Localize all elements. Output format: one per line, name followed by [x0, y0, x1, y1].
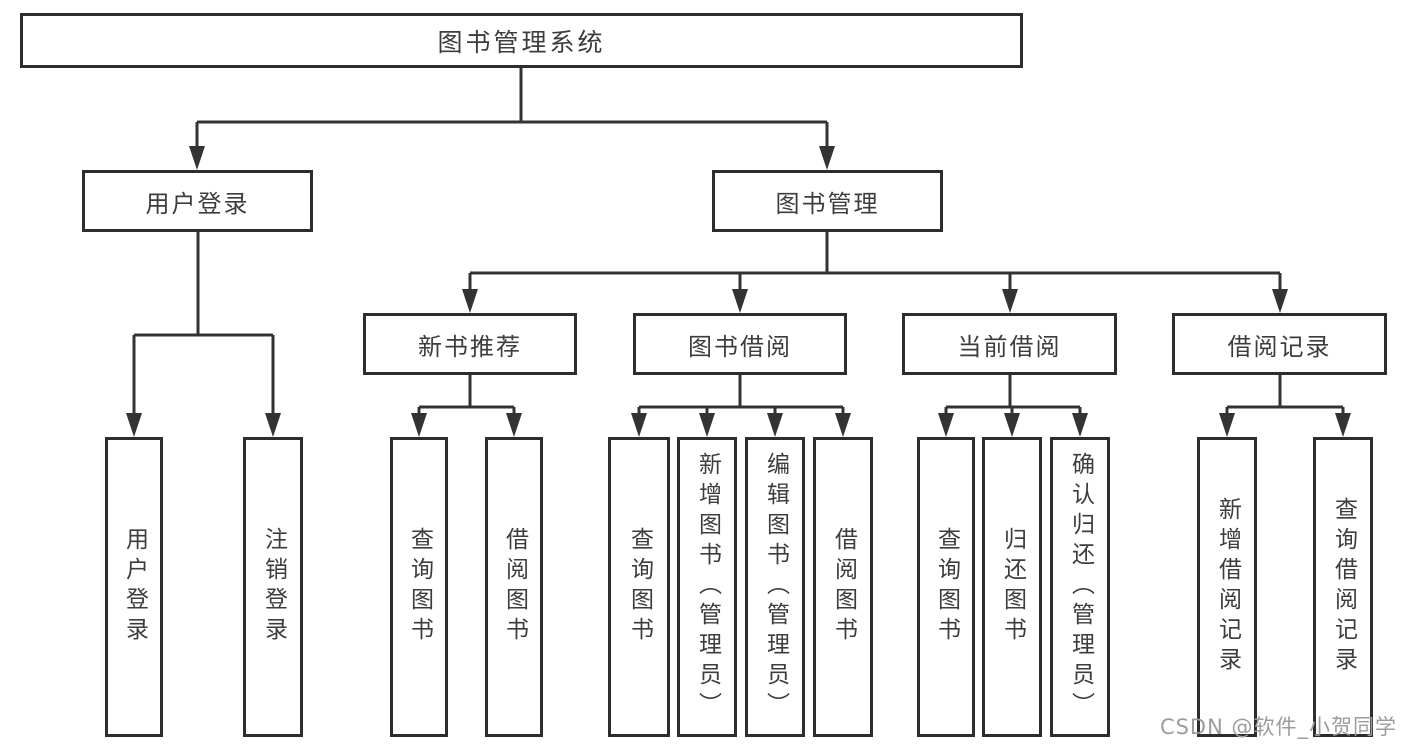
leaf-label: 新增图书（管理员） — [694, 452, 721, 722]
leaf-label: 借阅图书 — [501, 527, 528, 647]
leaf-query-book-3: 查询图书 — [917, 437, 975, 737]
node-root-system: 图书管理系统 — [20, 13, 1023, 68]
leaf-query-book-1: 查询图书 — [390, 437, 448, 737]
node-label: 图书借阅 — [688, 332, 792, 361]
node-label: 当前借阅 — [957, 332, 1062, 361]
csdn-watermark: CSDN @软件_小贺同学 — [1159, 715, 1397, 739]
leaf-label: 借阅图书 — [830, 527, 857, 647]
node-book-borrow: 图书借阅 — [633, 313, 847, 375]
leaf-confirm-return-admin: 确认归还（管理员） — [1050, 437, 1110, 737]
node-label: 借阅记录 — [1227, 332, 1332, 361]
leaf-borrow-book-1: 借阅图书 — [485, 437, 543, 737]
node-label: 用户登录 — [145, 189, 250, 218]
leaf-label: 确认归还（管理员） — [1067, 452, 1094, 722]
node-new-book-recommend: 新书推荐 — [363, 313, 577, 375]
leaf-user-login: 用户登录 — [105, 437, 163, 737]
node-label: 图书管理 — [775, 189, 880, 218]
leaf-label: 查询图书 — [626, 527, 653, 647]
node-book-management: 图书管理 — [712, 170, 943, 232]
leaf-label: 查询图书 — [933, 527, 960, 647]
leaf-label: 用户登录 — [121, 527, 148, 647]
leaf-label: 归还图书 — [999, 527, 1026, 647]
leaf-label: 新增借阅记录 — [1214, 497, 1241, 677]
leaf-edit-book-admin: 编辑图书（管理员） — [745, 437, 805, 737]
leaf-query-book-2: 查询图书 — [608, 437, 670, 737]
leaf-borrow-book-2: 借阅图书 — [813, 437, 873, 737]
leaf-return-book: 归还图书 — [982, 437, 1042, 737]
leaf-logout: 注销登录 — [243, 437, 303, 737]
node-user-login-branch: 用户登录 — [82, 170, 313, 232]
leaf-label: 查询借阅记录 — [1330, 497, 1357, 677]
leaf-label: 编辑图书（管理员） — [762, 452, 789, 722]
node-borrow-record: 借阅记录 — [1172, 313, 1387, 375]
leaf-label: 查询图书 — [406, 527, 433, 647]
leaf-add-book-admin: 新增图书（管理员） — [677, 437, 737, 737]
leaf-query-borrow-record: 查询借阅记录 — [1313, 437, 1373, 737]
node-root-label: 图书管理系统 — [437, 27, 606, 57]
node-current-borrow: 当前借阅 — [902, 313, 1117, 375]
node-label: 新书推荐 — [418, 332, 522, 361]
leaf-add-borrow-record: 新增借阅记录 — [1197, 437, 1257, 737]
leaf-label: 注销登录 — [260, 527, 287, 647]
